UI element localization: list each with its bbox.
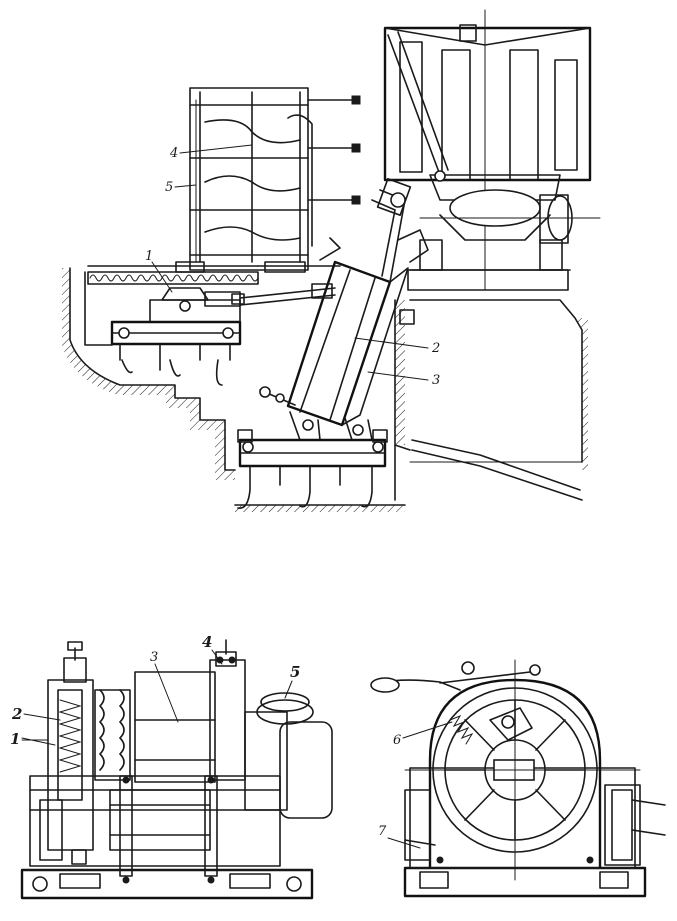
left-callouts: 1 2 3 4 5: [10, 633, 300, 748]
callout-4: 4: [169, 146, 178, 161]
top-figure: 1 2 3 4 5: [62, 9, 601, 512]
callout-5: 5: [165, 180, 173, 195]
right-callouts: 6 7: [378, 721, 453, 849]
callout-2: 2: [11, 705, 22, 723]
callout-7: 7: [378, 824, 387, 839]
rail-deck: [87, 265, 341, 285]
callout-6: 6: [393, 733, 401, 748]
top-callouts: 1 2 3 4 5: [145, 144, 440, 388]
push-rod-upper: [387, 31, 449, 182]
base-frame-left: [110, 320, 242, 386]
callout-3: 3: [432, 373, 440, 388]
callout-4: 4: [202, 633, 212, 651]
wagon: [383, 9, 601, 291]
callout-5: 5: [290, 663, 300, 681]
callout-2: 2: [431, 341, 440, 356]
winch-front-view: 6 7: [370, 659, 666, 898]
hydraulic-cylinder: [259, 178, 429, 441]
ladder-cage: [175, 87, 361, 273]
drive-unit-1: [149, 283, 336, 323]
callout-1: 1: [145, 249, 153, 264]
callout-1: 1: [10, 730, 20, 748]
callout-3: 3: [150, 650, 158, 665]
base-frame-bottom: [237, 429, 388, 509]
foundation: [62, 267, 588, 512]
winch-side-view: 1 2 3 4 5: [10, 633, 333, 900]
